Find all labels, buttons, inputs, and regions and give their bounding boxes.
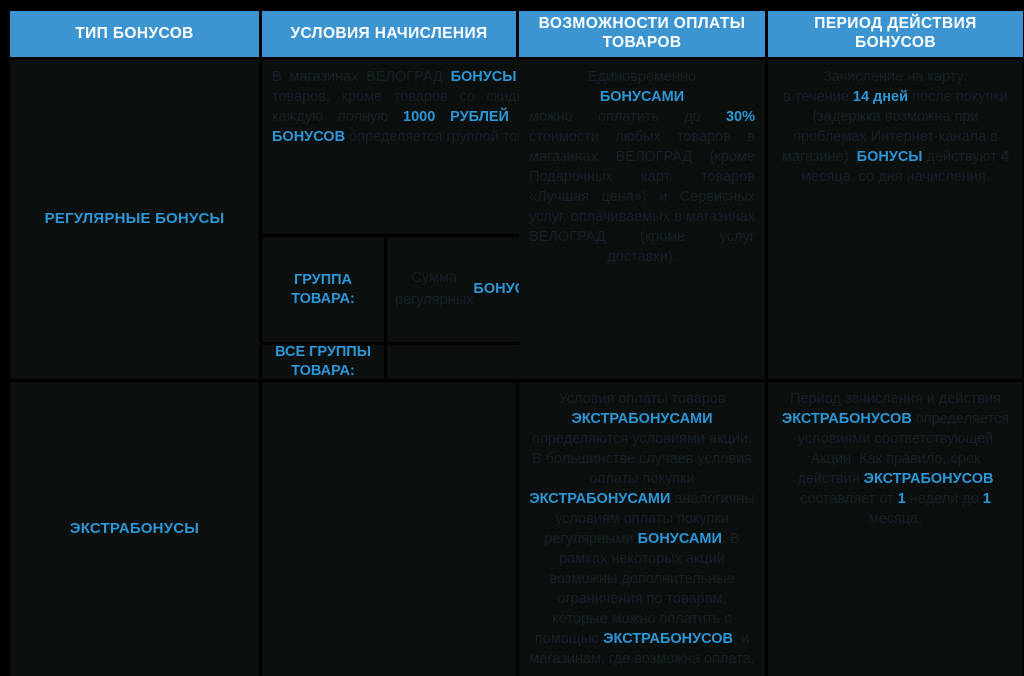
bonus-table: ТИП БОНУСОВ УСЛОВИЯ НАЧИСЛЕНИЯ ВОЗМОЖНОС… (10, 11, 1023, 676)
header-cell-bonus-type: ТИП БОНУСОВ (10, 11, 259, 57)
row-extra-payment-cell: Условия оплаты товаров ЭКСТРАБОНУСАМИ оп… (519, 382, 765, 676)
all-groups-label: ВСЕ ГРУППЫ ТОВАРА: (262, 344, 384, 379)
page: { "colors": { "header_bg": "#3c95d1", "h… (10, 11, 1023, 676)
header-cell-payment-options: ВОЗМОЖНОСТИ ОПЛАТЫ ТОВАРОВ (519, 11, 765, 57)
product-group-label: ГРУППА ТОВАРА: (262, 237, 384, 342)
row-regular-conditions-cell: В магазинах ВЕЛОГРАД БОНУСЫ начисляются … (262, 60, 756, 379)
row-extra-period-cell: Период зачисления и действия ЭКСТРАБОНУС… (768, 382, 1023, 676)
header-cell-bonus-period: ПЕРИОД ДЕЙСТВИЯ БОНУСОВ (768, 11, 1023, 57)
row-regular-type-label: РЕГУЛЯРНЫЕ БОНУСЫ (10, 60, 259, 379)
row-regular-period-cell: Зачисление на карту:в течение 14 дней по… (768, 60, 1023, 379)
row-extra-type-label: ЭКСТРАБОНУСЫ (10, 382, 259, 676)
header-cell-accrual-conditions: УСЛОВИЯ НАЧИСЛЕНИЯ (262, 11, 516, 57)
row-extra-conditions-cell-empty (262, 382, 516, 676)
